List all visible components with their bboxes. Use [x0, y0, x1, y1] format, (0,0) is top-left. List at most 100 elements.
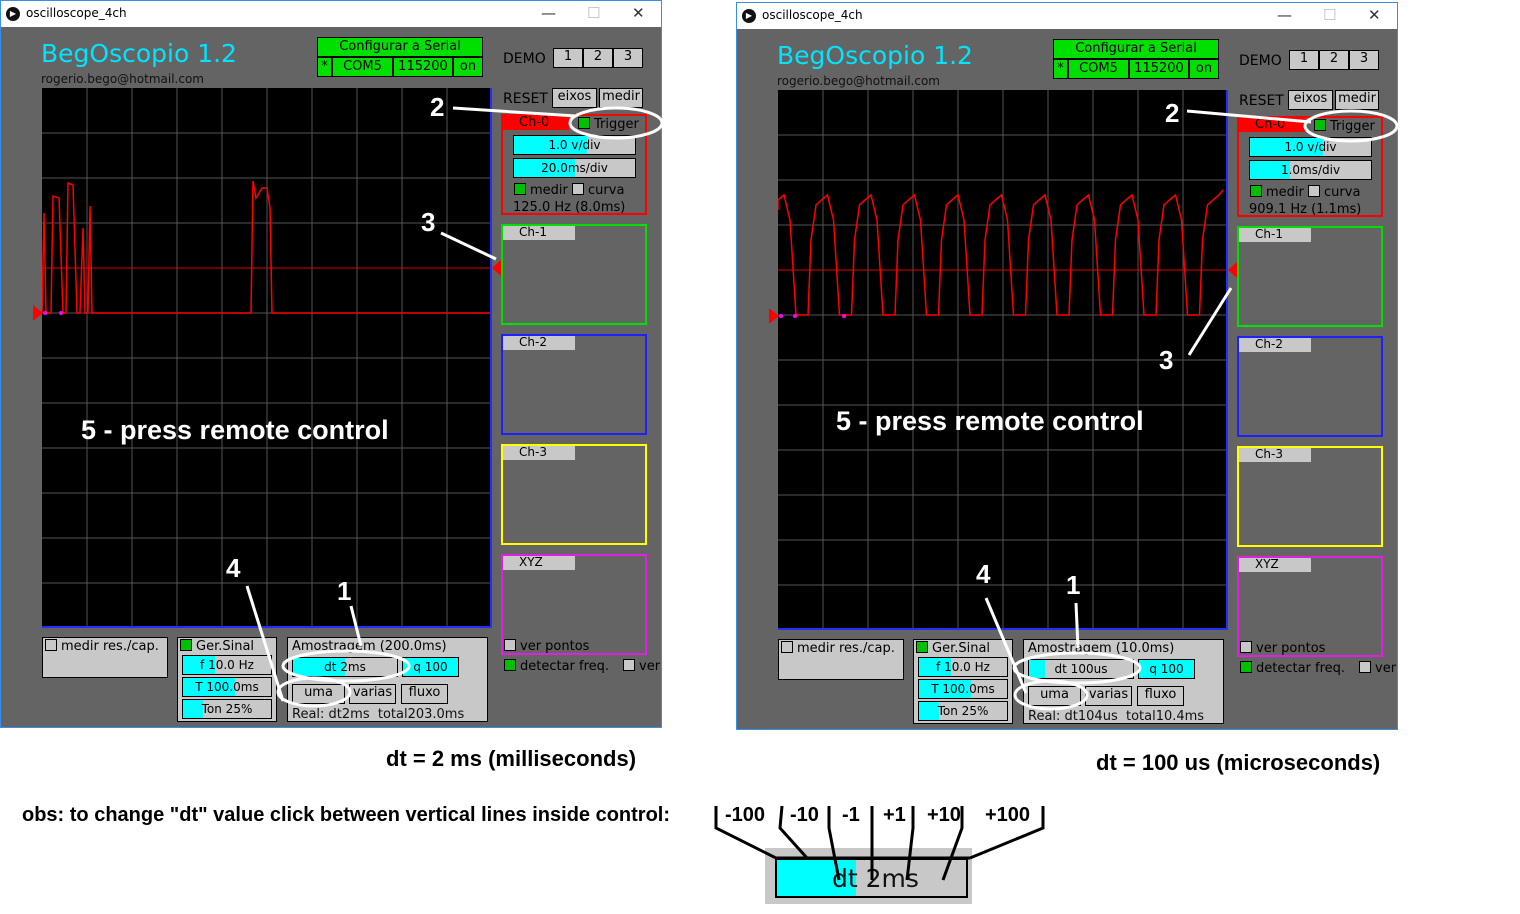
dt-slider-value: dt 2ms — [324, 660, 366, 674]
ver-toggle[interactable]: ver — [623, 659, 661, 674]
serial-on-button[interactable]: on — [1189, 59, 1219, 79]
volts-per-div-slider[interactable]: 1.0 v/div — [1249, 137, 1372, 157]
sample-multiple-button[interactable]: varias — [1085, 686, 1132, 706]
maximize-button[interactable]: ☐ — [1323, 6, 1337, 24]
serial-baud[interactable]: 115200 — [393, 57, 453, 77]
curva-label: curva — [588, 183, 625, 198]
channel-tab[interactable]: XYZ — [1239, 558, 1311, 572]
detect-freq-checkbox[interactable] — [504, 659, 516, 671]
ver-pontos-checkbox[interactable] — [504, 639, 516, 651]
demo-button-2[interactable]: 2 — [1319, 50, 1349, 70]
medir-res-checkbox[interactable] — [45, 639, 57, 651]
medir-res-cap-panel[interactable]: medir res./cap. — [42, 637, 168, 678]
dt-slider-value: dt 100us — [1054, 662, 1108, 676]
trigger-toggle[interactable]: Trigger — [1314, 119, 1375, 133]
signal-gen-checkbox[interactable] — [916, 641, 928, 653]
trigger-checkbox[interactable] — [1314, 119, 1326, 131]
channel-tab[interactable]: XYZ — [503, 556, 575, 570]
scope-plot[interactable] — [778, 90, 1228, 630]
detect-freq-toggle[interactable]: detectar freq. — [504, 659, 609, 674]
detect-freq-checkbox[interactable] — [1240, 661, 1252, 673]
time-per-div-slider[interactable]: 1.0ms/div — [1249, 160, 1372, 180]
close-button[interactable]: ✕ — [1368, 6, 1381, 24]
configure-serial-button[interactable]: Configurar a Serial — [317, 37, 483, 57]
ver-toggle[interactable]: ver — [1359, 661, 1397, 676]
serial-on-button[interactable]: on — [453, 57, 483, 77]
ton-slider[interactable]: Ton 25% — [918, 701, 1008, 721]
serial-baud[interactable]: 115200 — [1129, 59, 1189, 79]
channel-tab[interactable]: Ch-1 — [503, 226, 575, 240]
channel-tab[interactable]: Ch-3 — [503, 446, 575, 460]
signal-gen-checkbox[interactable] — [180, 639, 192, 651]
q-slider-fill — [403, 658, 458, 676]
medir-res-checkbox[interactable] — [781, 641, 793, 653]
q-slider[interactable]: q 100 — [1138, 659, 1195, 679]
app-title: BegOscopio 1.2 — [41, 39, 237, 68]
maximize-button[interactable]: ☐ — [587, 4, 601, 22]
dt-slider[interactable]: dt 100us — [1028, 659, 1134, 679]
annotation-1: 1 — [1066, 570, 1081, 600]
real-sampling-readout: Real: dt104us total10.4ms — [1028, 709, 1205, 724]
channel-0-tab[interactable]: Ch-0 — [503, 116, 569, 130]
trigger-toggle[interactable]: Trigger — [578, 117, 639, 131]
ground-marker-icon[interactable] — [33, 305, 43, 321]
channel-tab[interactable]: Ch-1 — [1239, 228, 1311, 242]
trigger-checkbox[interactable] — [578, 117, 590, 129]
frequency-slider[interactable]: f 10.0 Hz — [918, 657, 1008, 677]
configure-serial-button[interactable]: Configurar a Serial — [1053, 39, 1219, 59]
annotation-line-2 — [1186, 109, 1312, 124]
ver-pontos-checkbox[interactable] — [1240, 641, 1252, 653]
period-slider[interactable]: T 100.0ms — [182, 677, 272, 697]
reset-medir-button[interactable]: medir — [1335, 90, 1379, 110]
channel-tab[interactable]: Ch-2 — [1239, 338, 1311, 352]
curva-checkbox[interactable] — [1308, 185, 1321, 197]
volts-per-div-slider[interactable]: 1.0 v/div — [513, 135, 636, 155]
q-slider[interactable]: q 100 — [402, 657, 459, 677]
demo-button-2[interactable]: 2 — [583, 48, 613, 68]
signal-gen-label: Ger.Sinal — [196, 639, 255, 654]
sample-once-button[interactable]: uma — [292, 684, 345, 704]
dt-step-label: -100 — [725, 804, 766, 826]
dt-slider[interactable]: dt 2ms — [292, 657, 398, 677]
sample-multiple-button[interactable]: varias — [349, 684, 396, 704]
frequency-slider[interactable]: f 10.0 Hz — [182, 655, 272, 675]
minimize-button[interactable]: — — [1277, 6, 1292, 24]
period-slider[interactable]: T 100.0ms — [918, 679, 1008, 699]
minimize-button[interactable]: — — [541, 4, 556, 22]
curva-checkbox[interactable] — [572, 183, 585, 195]
reset-eixos-button[interactable]: eixos — [552, 88, 597, 108]
annotation-overlay — [984, 109, 1399, 711]
ver-checkbox[interactable] — [1359, 661, 1371, 673]
demo-button-3[interactable]: 3 — [613, 48, 643, 68]
sample-once-button[interactable]: uma — [1028, 686, 1081, 706]
serial-port[interactable]: COM5 — [332, 57, 393, 77]
reset-eixos-button[interactable]: eixos — [1288, 90, 1333, 110]
sample-stream-button[interactable]: fluxo — [1137, 686, 1184, 706]
ver-pontos-toggle[interactable]: ver pontos — [504, 639, 589, 654]
ver-pontos-toggle[interactable]: ver pontos — [1240, 641, 1325, 656]
frequency-readout: 909.1 Hz (1.1ms) — [1249, 202, 1362, 217]
serial-port[interactable]: COM5 — [1068, 59, 1129, 79]
detect-freq-toggle[interactable]: detectar freq. — [1240, 661, 1345, 676]
volts-per-div-slider-value: 1.0 v/div — [1284, 140, 1337, 154]
medir-checkbox[interactable] — [1250, 185, 1262, 197]
channel-tab[interactable]: Ch-2 — [503, 336, 575, 350]
demo-button-3[interactable]: 3 — [1349, 50, 1379, 70]
trigger-level-marker-icon[interactable] — [492, 260, 501, 276]
channel-tab[interactable]: Ch-3 — [1239, 448, 1311, 462]
scope-plot[interactable] — [42, 88, 492, 628]
window-title: oscilloscope_4ch — [26, 6, 127, 20]
dt-slider-fill — [1029, 660, 1045, 678]
ver-checkbox[interactable] — [623, 659, 635, 671]
medir-checkbox[interactable] — [514, 183, 526, 195]
sample-stream-button[interactable]: fluxo — [401, 684, 448, 704]
measure-point — [59, 311, 63, 315]
trigger-level-marker-icon[interactable] — [1228, 262, 1237, 278]
time-per-div-slider[interactable]: 20.0ms/div — [513, 158, 636, 178]
ground-marker-icon[interactable] — [769, 308, 779, 324]
ton-slider[interactable]: Ton 25% — [182, 699, 272, 719]
close-button[interactable]: ✕ — [632, 4, 645, 22]
medir-res-cap-panel[interactable]: medir res./cap. — [778, 639, 904, 680]
demo-button-1[interactable]: 1 — [1289, 50, 1319, 70]
demo-button-1[interactable]: 1 — [553, 48, 583, 68]
